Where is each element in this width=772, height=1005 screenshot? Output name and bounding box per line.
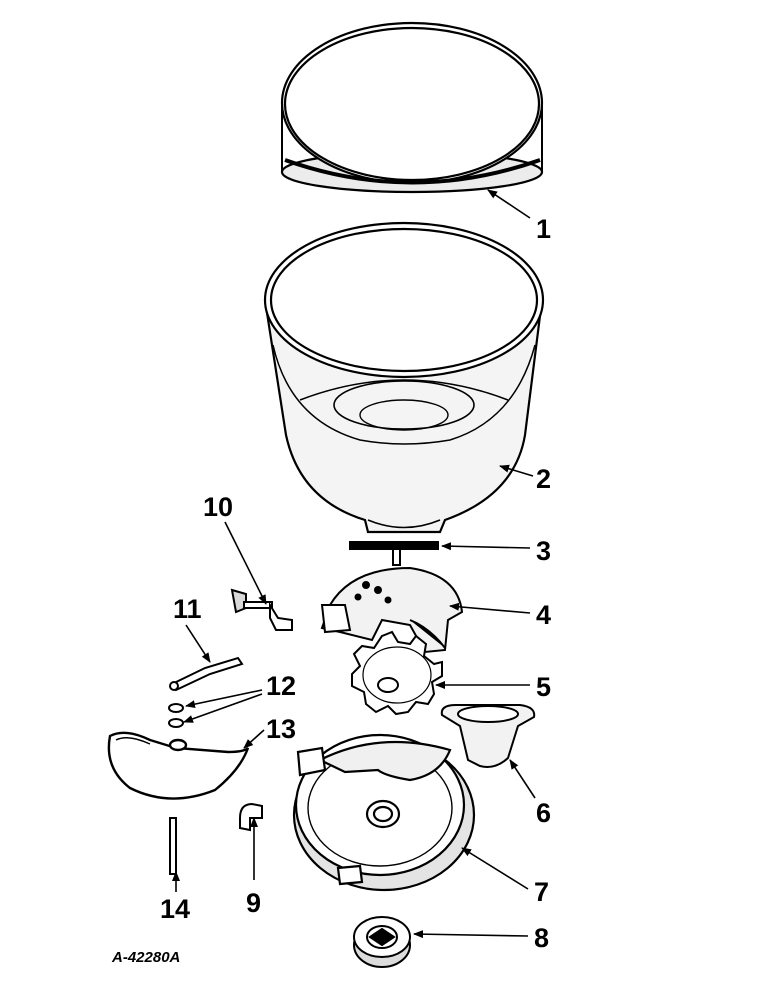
leader-lines xyxy=(172,189,536,939)
part-12-washers xyxy=(168,703,184,728)
part-1-hopper-lid xyxy=(280,21,544,194)
callout-12: 12 xyxy=(266,671,296,701)
callout-5: 5 xyxy=(536,672,551,702)
callout-8: 8 xyxy=(534,923,549,953)
callout-1: 1 xyxy=(536,214,551,244)
callout-7: 7 xyxy=(534,877,549,907)
callout-11: 11 xyxy=(173,594,202,624)
part-9-elbow xyxy=(239,802,263,832)
callout-14: 14 xyxy=(160,894,190,924)
callout-2: 2 xyxy=(536,464,551,494)
part-6-seed-cup xyxy=(440,704,536,768)
part-14-pin xyxy=(169,817,177,875)
callout-4: 4 xyxy=(536,600,551,630)
part-11-link xyxy=(169,656,244,692)
part-4-cutoff-plate xyxy=(320,566,464,654)
drawing-code: A-42280A xyxy=(111,949,180,966)
part-8-collar xyxy=(353,916,411,968)
callout-3: 3 xyxy=(536,536,551,566)
part-7-hopper-bottom xyxy=(292,733,476,892)
part-10-shaft xyxy=(230,588,293,631)
callout-6: 6 xyxy=(536,798,551,828)
part-3-agitator xyxy=(349,541,439,566)
part-2-hopper-bowl xyxy=(263,221,545,534)
callout-labels: 1 2 3 4 5 6 7 8 9 10 11 12 13 14 A-42280… xyxy=(111,214,551,966)
callout-13: 13 xyxy=(266,714,296,744)
part-13-spring xyxy=(107,731,250,800)
part-5-seed-plate xyxy=(351,630,443,716)
callout-9: 9 xyxy=(246,888,261,918)
callout-10: 10 xyxy=(203,492,233,522)
